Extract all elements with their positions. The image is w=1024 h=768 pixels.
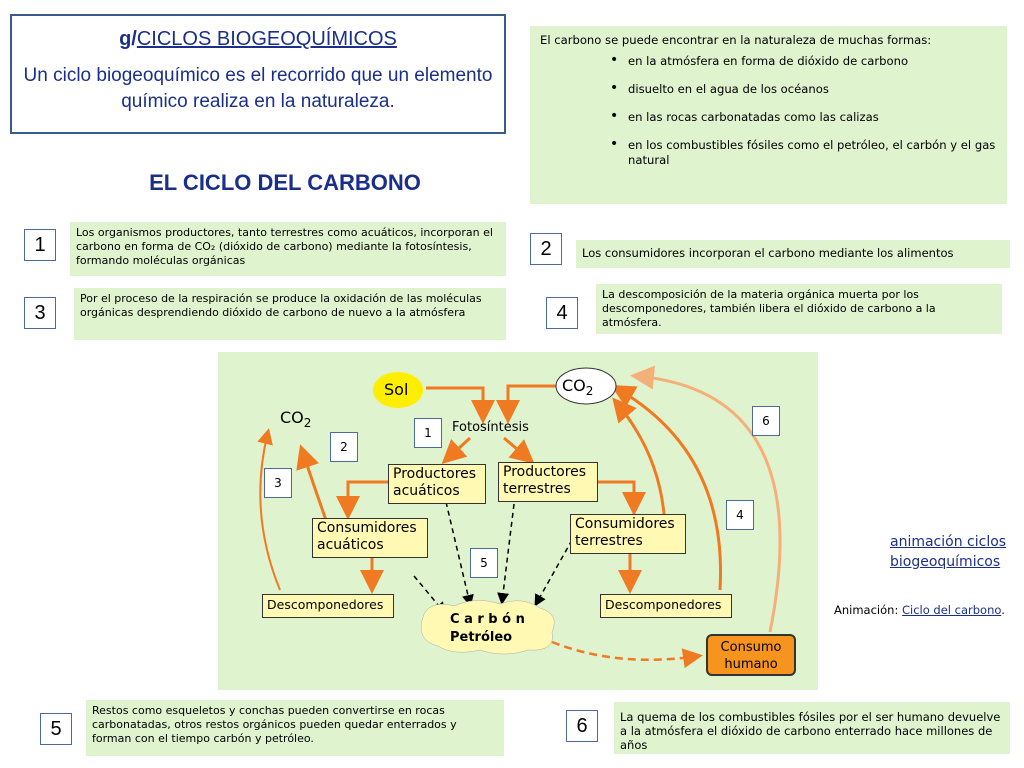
carbon-forms-intro: El carbono se puede encontrar en la natu… [540, 33, 932, 47]
step-number-1: 1 [24, 229, 56, 261]
diagram-marker-2: 2 [330, 432, 358, 462]
step-text-5: Restos como esqueletos y conchas pueden … [86, 700, 504, 756]
petroleo-label: Petróleo [450, 630, 513, 645]
diagram-marker-4: 4 [726, 500, 754, 530]
co2-top-label: CO2 [562, 376, 594, 398]
step-number-4: 4 [546, 297, 578, 329]
diagram-marker-3: 3 [264, 468, 292, 498]
productores-acuaticos-box: Productores acuáticos [388, 464, 486, 504]
sol-label: Sol [384, 380, 409, 399]
consumidores-acuaticos-box: Consumidores acuáticos [312, 518, 428, 558]
animacion-ciclos-link[interactable]: animación ciclos biogeoquímicos [890, 534, 1007, 570]
title-box: g/CICLOS BIOGEOQUÍMICOS Un ciclo biogeoq… [10, 14, 506, 134]
list-item: en la atmósfera en forma de dióxido de c… [610, 53, 997, 69]
diagram-marker-5: 5 [470, 548, 498, 578]
diagram-marker-6: 6 [752, 406, 780, 436]
descomponedores-right-box: Descomponedores [600, 594, 732, 618]
list-item: en los combustibles fósiles como el petr… [610, 137, 997, 168]
step-text-3: Por el proceso de la respiración se prod… [74, 288, 506, 340]
step-number-3: 3 [24, 297, 56, 329]
carbon-forms-list: en la atmósfera en forma de dióxido de c… [540, 53, 997, 168]
diagram-arrows [257, 365, 782, 669]
carbon-cycle-diagram: Sol CO2 CO2 Fotosíntesis Productores acu… [218, 352, 818, 690]
productores-terrestres-box: Productores terrestres [498, 462, 598, 502]
list-item: disuelto en el agua de los océanos [610, 81, 997, 97]
carbon-label: C a r b ó n [450, 612, 525, 627]
list-item: en las rocas carbonatadas como las caliz… [610, 109, 997, 125]
step-text-6: La quema de los combustibles fósiles por… [614, 702, 1010, 754]
descomponedores-left-box: Descomponedores [262, 594, 394, 618]
animacion-carbono-row: Animación: Ciclo del carbono. [834, 603, 1005, 617]
definition-text: Un ciclo biogeoquímico es el recorrido q… [23, 65, 493, 112]
page-title: g/CICLOS BIOGEOQUÍMICOS [119, 28, 397, 50]
consumidores-terrestres-box: Consumidores terrestres [570, 514, 686, 554]
animacion-prefix: Animación: [834, 603, 899, 617]
step-text-4: La descomposición de la materia orgánica… [596, 284, 1002, 334]
diagram-marker-1: 1 [414, 418, 442, 448]
co2-left-label: CO2 [280, 408, 312, 430]
ciclo-carbono-link[interactable]: Ciclo del carbono [901, 603, 1002, 617]
step-number-5: 5 [40, 713, 72, 745]
fotosintesis-label: Fotosíntesis [452, 420, 529, 435]
consumo-humano-box: Consumo humano [706, 634, 796, 676]
step-text-2: Los consumidores incorporan el carbono m… [576, 240, 1010, 268]
step-number-2: 2 [530, 233, 562, 265]
step-text-1: Los organismos productores, tanto terres… [70, 222, 506, 276]
step-number-6: 6 [566, 710, 598, 742]
section-heading: EL CICLO DEL CARBONO [149, 170, 421, 195]
carbon-forms-box: El carbono se puede encontrar en la natu… [530, 26, 1007, 204]
